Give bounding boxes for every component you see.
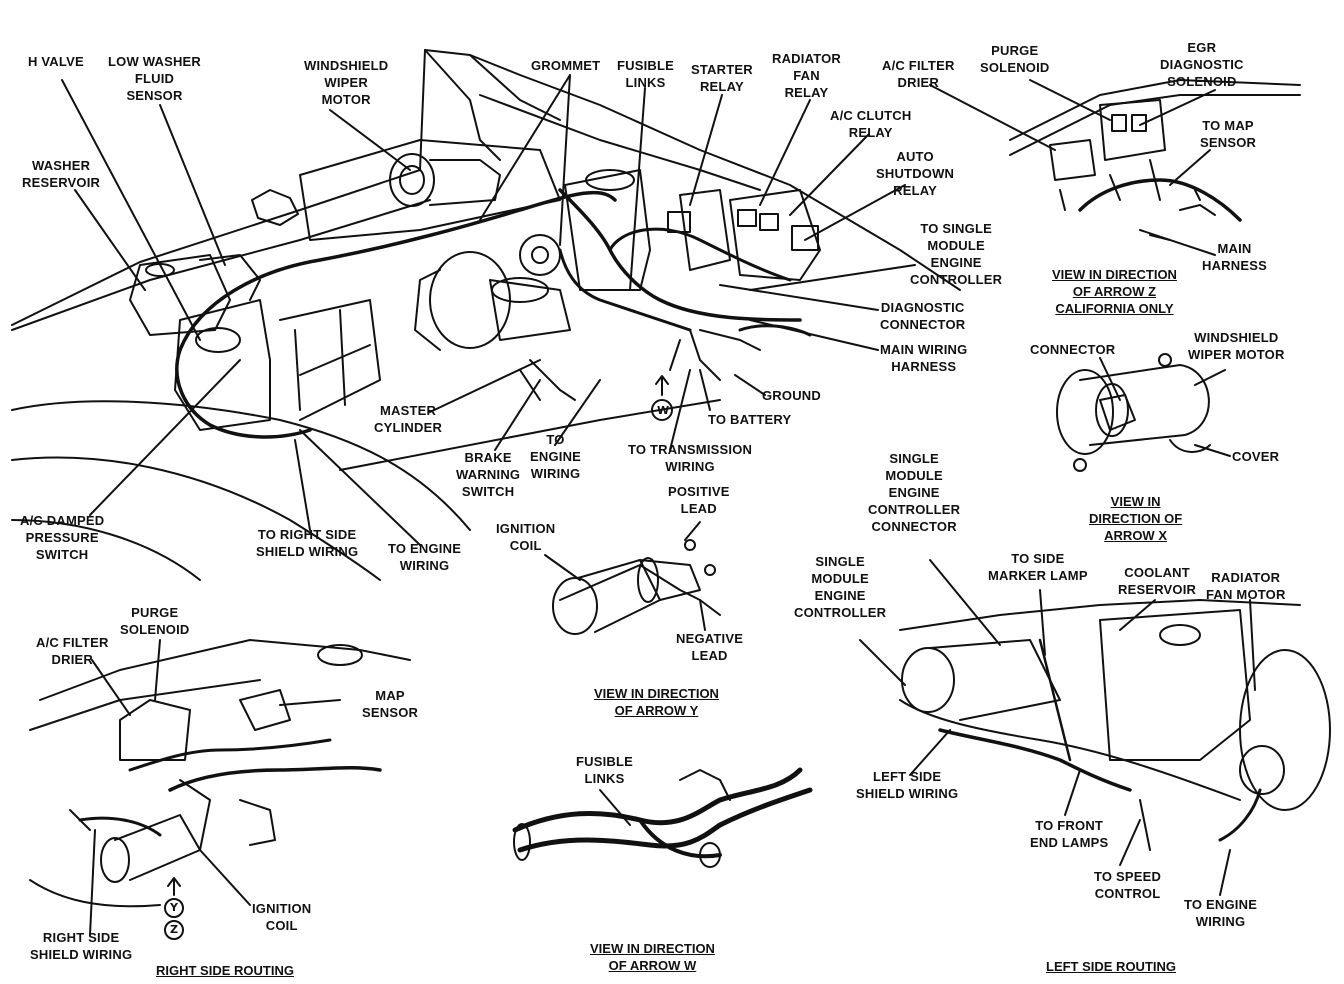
label-left-side-shield-wiring: LEFT SIDE SHIELD WIRING bbox=[856, 769, 959, 801]
label-to-engine-wiring-center: TO ENGINE WIRING bbox=[530, 432, 582, 481]
label-windshield-wiper-motor: WINDSHIELD WIPER MOTOR bbox=[304, 58, 389, 107]
label-map-sensor: MAP SENSOR bbox=[362, 688, 419, 720]
label-to-engine-wiring-left: TO ENGINE WIRING bbox=[388, 541, 462, 573]
label-ignition-coil-rs: IGNITION COIL bbox=[252, 901, 312, 933]
view-x-illustration bbox=[1056, 353, 1231, 472]
label-brake-warning-switch: BRAKE WARNING SWITCH bbox=[456, 450, 521, 499]
caption-view-y: VIEW IN DIRECTION OF ARROW Y bbox=[594, 686, 719, 718]
view-z-illustration bbox=[929, 79, 1301, 256]
label-egr-diagnostic-solenoid: EGR DIAGNOSTIC SOLENOID bbox=[1160, 40, 1244, 89]
label-auto-shutdown-relay: AUTO SHUTDOWN RELAY bbox=[876, 149, 955, 198]
label-ac-filter-drier-rs: A/C FILTER DRIER bbox=[36, 635, 109, 667]
label-right-side-shield-wiring: RIGHT SIDE SHIELD WIRING bbox=[30, 930, 133, 962]
label-master-cylinder: MASTER CYLINDER bbox=[374, 403, 443, 435]
view-w-illustration bbox=[512, 767, 813, 868]
label-starter-relay: STARTER RELAY bbox=[691, 62, 753, 94]
label-ac-clutch-relay: A/C CLUTCH RELAY bbox=[830, 108, 912, 140]
label-cover: COVER bbox=[1232, 449, 1280, 464]
label-connector: CONNECTOR bbox=[1030, 342, 1116, 357]
label-h-valve: H VALVE bbox=[28, 54, 84, 69]
label-fusible-links-w: FUSIBLE LINKS bbox=[576, 754, 634, 786]
label-windshield-wiper-motor-x: WINDSHIELD WIPER MOTOR bbox=[1188, 330, 1285, 362]
caption-view-x: VIEW IN DIRECTION OF ARROW X bbox=[1089, 494, 1183, 543]
label-fusible-links: FUSIBLE LINKS bbox=[617, 58, 675, 90]
label-purge-solenoid-rs: PURGE SOLENOID bbox=[120, 605, 190, 637]
label-single-module-engine-controller: SINGLE MODULE ENGINE CONTROLLER bbox=[794, 554, 887, 620]
caption-left-side-routing: LEFT SIDE ROUTING bbox=[1046, 959, 1176, 974]
label-single-module-engine-controller-connector: SINGLE MODULE ENGINE CONTROLLER CONNECTO… bbox=[868, 451, 961, 534]
arrow-w-letter: W bbox=[657, 404, 670, 417]
left-side-routing-illustration bbox=[859, 559, 1331, 896]
label-coolant-reservoir: COOLANT RESERVOIR bbox=[1118, 565, 1197, 597]
label-main-wiring-harness: MAIN WIRING HARNESS bbox=[880, 342, 968, 374]
label-low-washer-fluid-sensor: LOW WASHER FLUID SENSOR bbox=[108, 54, 201, 103]
label-ground: GROUND bbox=[762, 388, 821, 403]
arrow-z-letter: Z bbox=[170, 923, 178, 936]
label-to-front-end-lamps: TO FRONT END LAMPS bbox=[1030, 818, 1109, 850]
label-radiator-fan-relay: RADIATOR FAN RELAY bbox=[772, 51, 842, 100]
caption-view-w: VIEW IN DIRECTION OF ARROW W bbox=[590, 941, 715, 973]
label-to-engine-wiring-right: TO ENGINE WIRING bbox=[1184, 897, 1258, 929]
label-purge-solenoid-top: PURGE SOLENOID bbox=[980, 43, 1050, 75]
view-y-illustration bbox=[544, 521, 721, 635]
caption-view-z: VIEW IN DIRECTION OF ARROW Z CALIFORNIA … bbox=[1052, 267, 1177, 316]
label-radiator-fan-motor: RADIATOR FAN MOTOR bbox=[1206, 570, 1286, 602]
label-positive-lead: POSITIVE LEAD bbox=[668, 484, 730, 516]
label-ac-damped-pressure-switch: A/C DAMPED PRESSURE SWITCH bbox=[20, 513, 105, 562]
label-washer-reservoir: WASHER RESERVOIR bbox=[22, 158, 101, 190]
arrow-y-letter: Y bbox=[170, 901, 178, 914]
label-main-harness: MAIN HARNESS bbox=[1202, 241, 1267, 273]
caption-right-side-routing: RIGHT SIDE ROUTING bbox=[156, 963, 294, 978]
label-to-right-side-shield-wiring: TO RIGHT SIDE SHIELD WIRING bbox=[256, 527, 359, 559]
label-to-transmission-wiring: TO TRANSMISSION WIRING bbox=[628, 442, 753, 474]
label-to-map-sensor: TO MAP SENSOR bbox=[1200, 118, 1257, 150]
label-to-single-module-engine-controller: TO SINGLE MODULE ENGINE CONTROLLER bbox=[910, 221, 1003, 287]
label-to-battery: TO BATTERY bbox=[708, 412, 792, 427]
label-to-side-marker-lamp: TO SIDE MARKER LAMP bbox=[988, 551, 1088, 583]
main-engine-view bbox=[11, 49, 961, 581]
label-grommet: GROMMET bbox=[531, 58, 601, 73]
label-diagnostic-connector: DIAGNOSTIC CONNECTOR bbox=[880, 300, 966, 332]
right-side-routing-illustration bbox=[29, 639, 411, 940]
label-ignition-coil-y: IGNITION COIL bbox=[496, 521, 556, 553]
label-to-speed-control: TO SPEED CONTROL bbox=[1094, 869, 1162, 901]
label-negative-lead: NEGATIVE LEAD bbox=[676, 631, 744, 663]
label-ac-filter-drier-top: A/C FILTER DRIER bbox=[882, 58, 955, 90]
